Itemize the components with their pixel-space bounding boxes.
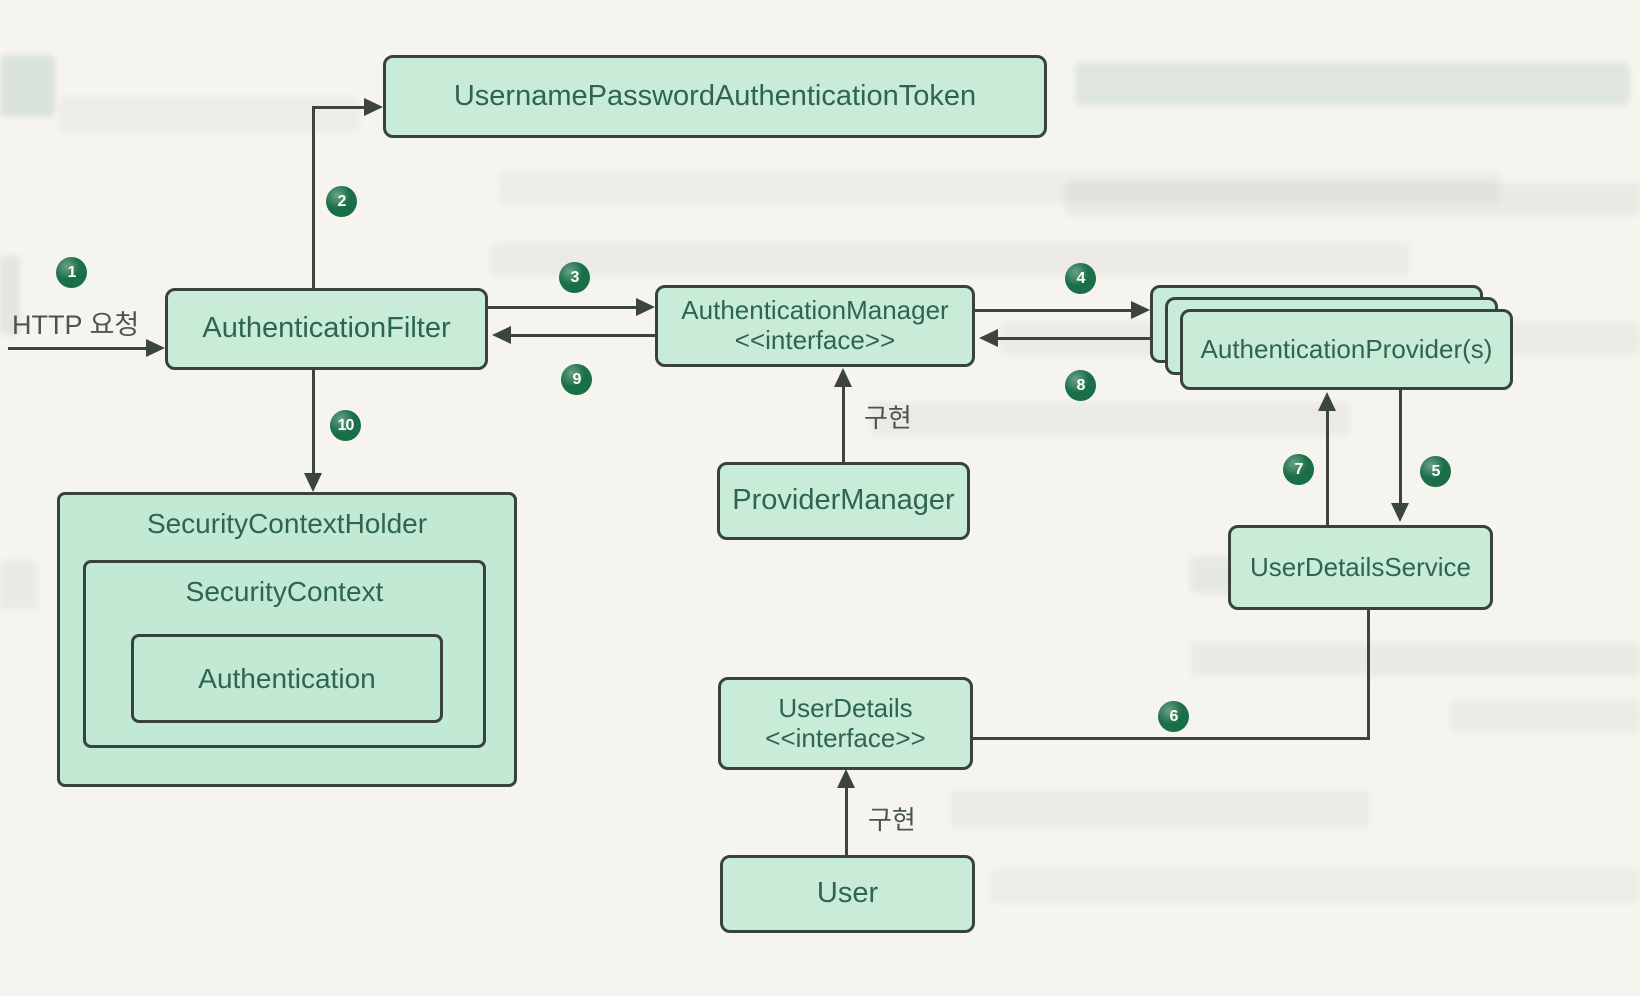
box-user-details: UserDetails <<interface>> bbox=[718, 677, 973, 770]
ghost-text-line bbox=[0, 560, 38, 610]
box-user-details-service: UserDetailsService bbox=[1228, 525, 1493, 610]
arrow-implements-manager-line bbox=[842, 386, 845, 462]
box-security-context: SecurityContext Authentication bbox=[83, 560, 486, 748]
box-security-context-holder: SecurityContextHolder SecurityContext Au… bbox=[57, 492, 517, 787]
step-badge-1: 1 bbox=[56, 257, 87, 288]
box-user: User bbox=[720, 855, 975, 933]
stereotype-label: <<interface>> bbox=[734, 325, 896, 355]
box-label: ProviderManager bbox=[732, 484, 955, 517]
ghost-text-line bbox=[870, 402, 1350, 436]
ghost-text-line bbox=[950, 790, 1370, 828]
arrow-step10-head bbox=[304, 473, 322, 492]
arrow-step7-line bbox=[1326, 410, 1329, 525]
step-badge-2: 2 bbox=[326, 186, 357, 217]
ghost-text-line bbox=[490, 243, 1410, 276]
box-label: AuthenticationProvider(s) bbox=[1200, 333, 1493, 364]
box-label: AuthenticationFilter bbox=[202, 312, 451, 345]
arrow-implements-manager-head bbox=[834, 368, 852, 387]
arrow-step8-head bbox=[979, 329, 998, 347]
stereotype-label: <<interface>> bbox=[765, 722, 926, 753]
arrow-step3-line bbox=[488, 306, 637, 309]
arrow-implements-userdetails-line bbox=[845, 788, 848, 855]
arrow-step5-head bbox=[1391, 503, 1409, 522]
ghost-text-line bbox=[500, 170, 1500, 204]
group-title: SecurityContext bbox=[185, 576, 384, 607]
arrow-step4-line bbox=[975, 309, 1132, 312]
box-label: UsernamePasswordAuthenticationToken bbox=[453, 79, 977, 112]
arrow-step9-head bbox=[492, 326, 511, 344]
box-label: AuthenticationManager bbox=[681, 295, 949, 326]
arrow-step9-line bbox=[510, 334, 655, 337]
step-badge-8: 8 bbox=[1065, 370, 1096, 401]
implements-label-manager: 구현 bbox=[864, 403, 912, 433]
box-label: User bbox=[816, 877, 879, 910]
box-username-password-authentication-token: UsernamePasswordAuthenticationToken bbox=[383, 55, 1047, 138]
step-badge-6: 6 bbox=[1158, 701, 1189, 732]
arrow-step1-line bbox=[8, 347, 146, 350]
ghost-text-line bbox=[1075, 62, 1630, 106]
group-title: SecurityContextHolder bbox=[146, 508, 428, 539]
ghost-text-line bbox=[60, 96, 360, 132]
ghost-text-line bbox=[0, 55, 55, 117]
ghost-text-line bbox=[1065, 182, 1640, 216]
step-badge-5: 5 bbox=[1420, 456, 1451, 487]
box-authentication-filter: AuthenticationFilter bbox=[165, 288, 488, 370]
arrow-step2-head bbox=[364, 98, 383, 116]
http-request-label: HTTP 요청 bbox=[12, 310, 140, 340]
box-authentication-provider-front: AuthenticationProvider(s) bbox=[1180, 309, 1513, 390]
box-label: UserDetailsService bbox=[1249, 551, 1472, 582]
step-badge-4: 4 bbox=[1065, 263, 1096, 294]
step-badge-10: 10 bbox=[330, 410, 361, 441]
arrow-step10-line bbox=[312, 370, 315, 474]
arrow-step8-line bbox=[997, 337, 1150, 340]
box-authentication: Authentication bbox=[131, 634, 443, 723]
step-badge-7: 7 bbox=[1283, 454, 1314, 485]
connector-step6-vertical bbox=[1367, 610, 1370, 740]
arrow-implements-userdetails-head bbox=[837, 769, 855, 788]
box-provider-manager: ProviderManager bbox=[717, 462, 970, 540]
step-badge-3: 3 bbox=[559, 262, 590, 293]
box-label: Authentication bbox=[198, 662, 376, 694]
ghost-text-line bbox=[1190, 642, 1640, 676]
arrow-step5-line bbox=[1399, 390, 1402, 504]
arrow-step2-line-vertical bbox=[312, 106, 315, 288]
arrow-step4-head bbox=[1131, 301, 1150, 319]
box-label: UserDetails bbox=[778, 692, 913, 723]
connector-step6-horizontal bbox=[973, 737, 1370, 740]
box-authentication-manager: AuthenticationManager <<interface>> bbox=[655, 285, 975, 367]
arrow-step3-head bbox=[636, 298, 655, 316]
ghost-text-line bbox=[1450, 700, 1640, 732]
step-badge-9: 9 bbox=[561, 364, 592, 395]
implements-label-userdetails: 구현 bbox=[868, 805, 916, 835]
arrow-step2-line-horizontal bbox=[312, 106, 365, 109]
ghost-text-line bbox=[990, 868, 1640, 904]
arrow-step1-head bbox=[146, 339, 165, 357]
arrow-step7-head bbox=[1318, 392, 1336, 411]
